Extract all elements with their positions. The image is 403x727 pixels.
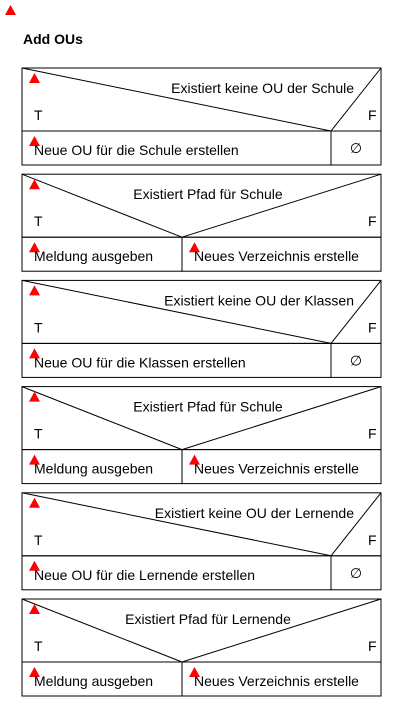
true-label: T: [34, 638, 43, 654]
false-label: F: [368, 426, 377, 442]
statement-true: Neue OU für die Klassen erstellen: [34, 354, 246, 370]
empty-statement-icon: ∅: [350, 140, 362, 156]
condition-diagonal-left: [21, 598, 183, 663]
triangle-marker-icon: [29, 348, 40, 359]
true-label: T: [34, 426, 43, 442]
condition-diagonal-right: [330, 280, 382, 344]
condition-diagonal-left: [21, 67, 332, 132]
condition-diagonal-left: [21, 492, 332, 557]
condition-diagonal-left: [21, 173, 183, 238]
empty-statement-icon: ∅: [350, 352, 362, 368]
condition-diagonal-left: [21, 386, 183, 451]
condition-cell: [21, 492, 382, 557]
statement-true: Meldung ausgeben: [34, 673, 153, 689]
branch-cell-false: [330, 130, 382, 166]
triangle-marker-icon: [5, 5, 16, 15]
condition-diagonal-right: [330, 492, 382, 557]
false-label: F: [368, 319, 377, 335]
branch-cell-false: [181, 236, 382, 272]
true-label: T: [34, 319, 43, 335]
condition-label: Existiert Pfad für Lernende: [125, 611, 291, 627]
triangle-marker-icon: [189, 454, 200, 465]
true-label: T: [34, 532, 43, 548]
condition-cell: [21, 67, 382, 132]
condition-cell: [21, 173, 382, 238]
condition-diagonal-right: [181, 598, 382, 663]
diagram-title: Add OUs: [23, 31, 83, 47]
false-label: F: [368, 107, 377, 123]
statement-true: Neue OU für die Schule erstellen: [34, 142, 239, 158]
condition-diagonal-left: [21, 279, 332, 344]
statement-true: Neue OU für die Lernende erstellen: [34, 567, 255, 583]
branch-cell-false: [181, 449, 382, 485]
statement-false: Neues Verzeichnis erstelle: [194, 673, 359, 689]
condition-label: Existiert keine OU der Klassen: [164, 292, 354, 308]
true-label: T: [34, 213, 43, 229]
true-label: T: [34, 107, 43, 123]
condition-diagonal-right: [181, 386, 382, 451]
condition-cell: [21, 279, 382, 344]
condition-cell: [21, 386, 382, 451]
false-label: F: [368, 213, 377, 229]
condition-label: Existiert Pfad für Schule: [133, 186, 283, 202]
triangle-marker-icon: [29, 497, 40, 508]
branch-cell-false: [330, 342, 382, 378]
statement-true: Meldung ausgeben: [34, 461, 153, 477]
triangle-marker-icon: [29, 179, 40, 190]
triangle-marker-icon: [29, 604, 40, 614]
triangle-marker-icon: [189, 242, 200, 253]
triangle-marker-icon: [29, 560, 40, 571]
triangle-marker-icon: [29, 454, 40, 465]
condition-diagonal-right: [330, 67, 382, 132]
statement-true: Meldung ausgeben: [34, 248, 153, 264]
empty-statement-icon: ∅: [350, 565, 362, 581]
triangle-marker-icon: [29, 391, 40, 402]
statement-false: Neues Verzeichnis erstelle: [194, 461, 359, 477]
triangle-marker-icon: [29, 73, 40, 83]
branch-cell-false: [330, 555, 382, 591]
false-label: F: [368, 532, 377, 548]
triangle-marker-icon: [29, 667, 40, 677]
statement-false: Neues Verzeichnis erstelle: [194, 248, 359, 264]
condition-label: Existiert Pfad für Schule: [133, 399, 283, 415]
triangle-marker-icon: [189, 667, 200, 677]
branch-cell-false: [181, 661, 382, 697]
condition-diagonal-right: [181, 173, 382, 238]
triangle-marker-icon: [29, 136, 40, 146]
triangle-marker-icon: [29, 242, 40, 253]
condition-cell: [21, 598, 382, 663]
triangle-marker-icon: [29, 285, 40, 296]
condition-label: Existiert keine OU der Lernende: [155, 505, 354, 521]
condition-label: Existiert keine OU der Schule: [171, 80, 354, 96]
false-label: F: [368, 638, 377, 654]
